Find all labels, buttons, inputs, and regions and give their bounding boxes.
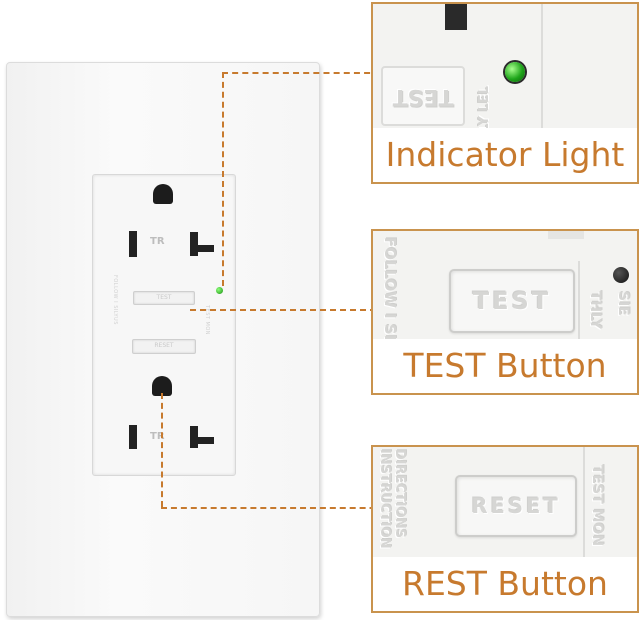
reset-zoom-panel: DIRECTIONS INSTRUCTION RESET TEST MON RE… <box>371 445 639 613</box>
test-button[interactable]: TEST <box>133 291 195 305</box>
test-button-detail: TEST <box>381 66 465 126</box>
reset-left-print: DIRECTIONS INSTRUCTION <box>377 449 407 549</box>
test-button-detail: TEST <box>449 269 575 333</box>
upper-neutral-slot <box>129 231 137 257</box>
test-caption: TEST Button <box>373 339 637 393</box>
indicator-callout-line <box>222 72 502 74</box>
test-far-right-print: SIE <box>615 291 631 316</box>
tr-mark-lower: TR <box>150 431 165 442</box>
ground-slot-detail <box>445 4 467 30</box>
receptacle-left-print: FOLLOW I SILYUS <box>112 275 118 325</box>
reset-label: REST Button <box>402 564 608 603</box>
reset-button-detail: RESET <box>455 475 577 537</box>
lower-ground-hole <box>152 376 172 396</box>
tr-mark: TR <box>150 236 165 247</box>
reset-button-detail-text: RESET <box>471 494 561 518</box>
indicator-callout-line-vertical <box>222 72 224 286</box>
reset-right-print: TEST MON <box>589 465 605 547</box>
lower-neutral-slot <box>129 425 137 449</box>
indicator-zoom-panel: TEST THLY LEL Indicator Light <box>371 2 639 184</box>
test-callout-line <box>190 309 466 311</box>
test-button-detail-text: TEST <box>472 287 552 315</box>
panel-divider-3 <box>583 447 585 557</box>
test-right-print: THLY <box>587 291 603 330</box>
gfci-receptacle <box>92 174 236 476</box>
receptacle-right-print: TEST MON <box>204 305 210 336</box>
panel-divider-2 <box>578 261 580 341</box>
reset-button[interactable]: RESET <box>132 339 196 354</box>
upper-t-slot <box>190 245 214 252</box>
upper-ground-hole <box>153 184 173 204</box>
panel-divider <box>541 4 543 128</box>
indicator-light <box>216 287 223 294</box>
upper-hot-slot <box>190 232 198 256</box>
indicator-light-detail <box>505 62 525 82</box>
indicator-light-off <box>613 267 629 283</box>
reset-callout-line-vertical <box>161 393 163 507</box>
reset-callout-line <box>161 507 455 509</box>
indicator-caption: Indicator Light <box>373 128 637 182</box>
test-label: TEST Button <box>403 346 607 385</box>
indicator-label: Indicator Light <box>385 135 625 174</box>
reset-caption: REST Button <box>373 557 637 611</box>
lower-t-slot <box>190 437 214 444</box>
test-zoom-panel: FOLLOW I SILYUS TEST THLY SIE TEST Butto… <box>371 229 639 395</box>
top-notch <box>548 231 584 239</box>
